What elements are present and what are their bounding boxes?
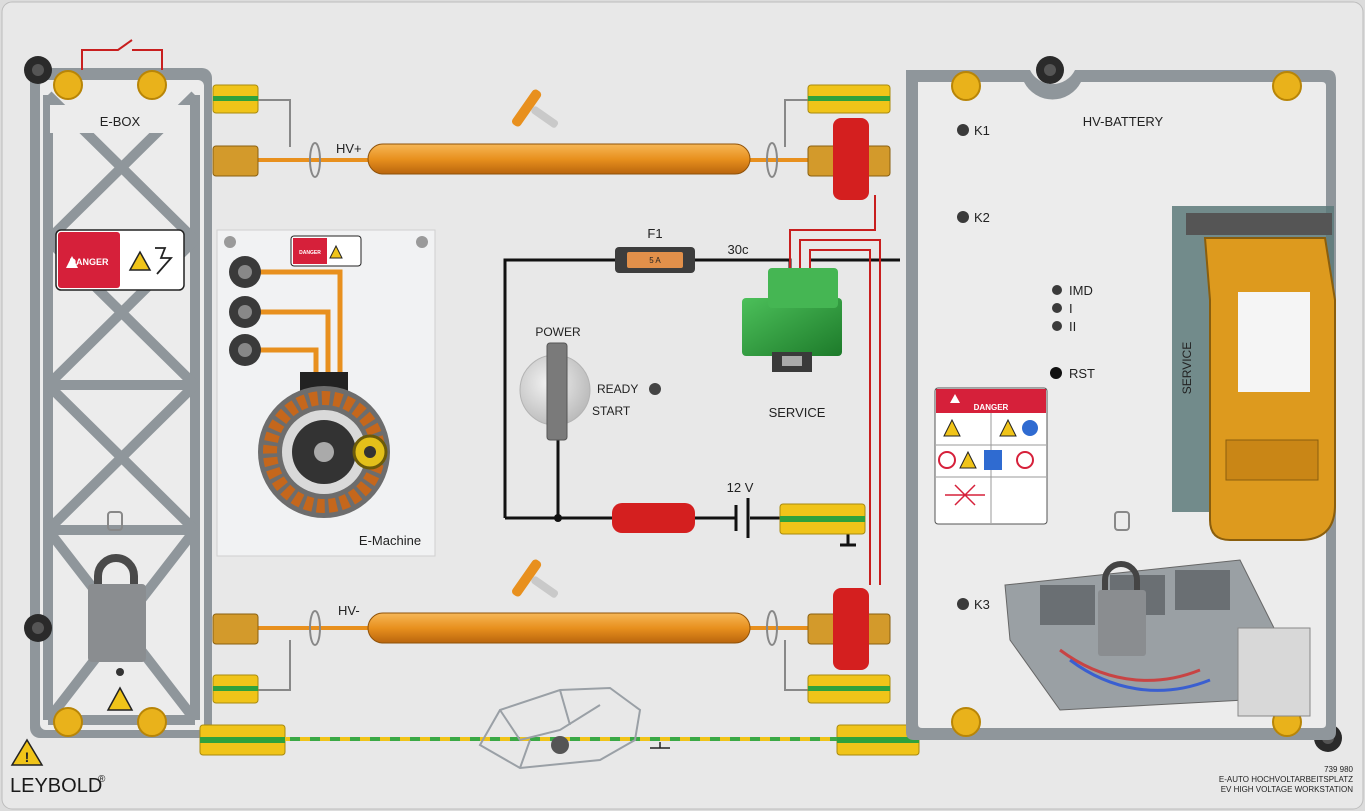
phase-sockets: [229, 256, 261, 366]
svg-text:!: !: [25, 749, 30, 765]
power-label: POWER: [535, 325, 581, 339]
danger-label-ebox: DANGER: [69, 257, 109, 267]
battery-12v-label: 12 V: [727, 480, 754, 495]
hv-wiring: [258, 89, 810, 691]
title-english: EV HIGH VOLTAGE WORKSTATION: [1221, 785, 1354, 794]
service-plug[interactable]: [742, 268, 842, 372]
contactor-minus: [833, 588, 869, 670]
fuse-f1[interactable]: [615, 247, 695, 273]
battery-symbol: [734, 498, 750, 538]
hv-battery-title: HV-BATTERY: [1083, 114, 1164, 129]
padlock-shackle: [94, 554, 138, 598]
brand-logo: LEYBOLD: [10, 775, 102, 797]
k2-label: K2: [974, 210, 990, 225]
title-german: E-AUTO HOCHVOLTARBEITSPLATZ: [1219, 775, 1353, 784]
hv-plus-cable: [367, 143, 751, 175]
hv-battery-module: [906, 70, 1336, 740]
imd-label: IMD: [1069, 283, 1093, 298]
hv-minus-label: HV-: [338, 603, 360, 618]
car-chassis-image: [478, 686, 642, 770]
ii-label: II: [1069, 319, 1076, 334]
danger-label-battery: DANGER: [974, 403, 1009, 412]
lv-battery-terminal[interactable]: [779, 503, 866, 535]
model-number: 739 980: [1324, 765, 1353, 774]
interlock-switch-symbol: [81, 39, 163, 70]
e-box-title: E-BOX: [100, 114, 141, 129]
ready-label: READY: [597, 382, 638, 396]
start-label: START: [592, 404, 631, 418]
e-machine-module: [216, 229, 436, 557]
brand-registered-mark: ®: [98, 774, 106, 785]
e-box-module: [30, 68, 212, 738]
hv-plus-label: HV+: [336, 141, 362, 156]
padlock-icon: [88, 584, 146, 662]
service-plug-label: SERVICE: [769, 405, 826, 420]
warning-icon: [10, 738, 44, 766]
rst-button[interactable]: [1050, 367, 1062, 379]
service-vertical-label: SERVICE: [1180, 342, 1194, 394]
danger-label-emachine: DANGER: [299, 250, 321, 256]
signal-wires: [789, 195, 881, 585]
battery-pack-image: [1004, 511, 1311, 717]
hv-warning-icon: [106, 686, 134, 711]
e-machine-title: E-Machine: [359, 533, 421, 548]
k1-label: K1: [974, 123, 990, 138]
fuse-label: F1: [647, 226, 662, 241]
ground-symbol: [650, 742, 670, 749]
fuse-rating: 5 A: [649, 256, 661, 265]
power-key-switch[interactable]: [519, 342, 591, 441]
lv-fuse-holder[interactable]: [612, 503, 695, 533]
rst-label: RST: [1069, 366, 1095, 381]
left-connectors[interactable]: [199, 84, 286, 756]
lock-small-icon: [107, 511, 123, 531]
ready-led: [649, 383, 661, 395]
contactor-plus: [833, 118, 869, 200]
hv-minus-cable: [367, 612, 751, 644]
k3-label: K3: [974, 597, 990, 612]
i-label: I: [1069, 301, 1073, 316]
terminal-30c-label: 30c: [728, 242, 749, 257]
